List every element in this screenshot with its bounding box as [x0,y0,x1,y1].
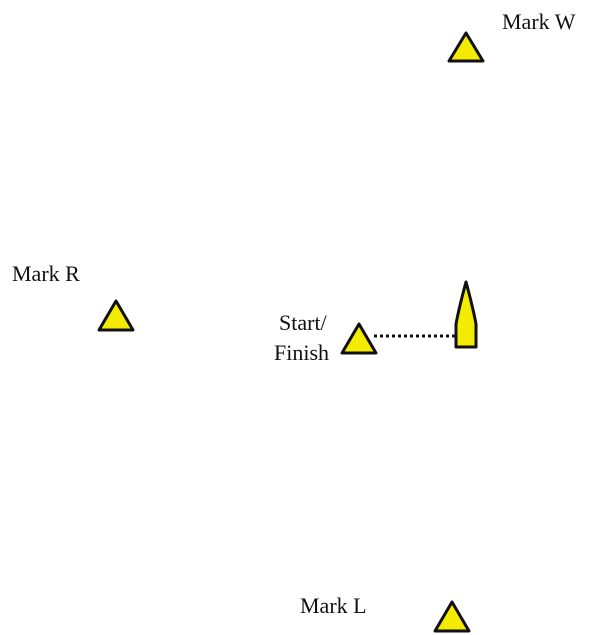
mark-l: Mark L [300,593,471,633]
start-finish-triangle-icon [340,322,378,355]
committee-boat-icon [454,280,478,349]
mark-w-triangle-icon [447,31,485,63]
mark-r-label: Mark R [12,261,80,286]
mark-w-label: Mark W [502,9,576,34]
start-finish-line: Start/ Finish [274,280,478,365]
start-finish-label-line2: Finish [274,340,329,365]
start-finish-label-line1: Start/ [279,310,328,335]
mark-l-label: Mark L [300,593,367,618]
mark-r: Mark R [12,261,135,332]
mark-r-triangle-icon [97,299,135,332]
mark-w: Mark W [447,9,576,63]
mark-l-triangle-icon [433,600,471,633]
